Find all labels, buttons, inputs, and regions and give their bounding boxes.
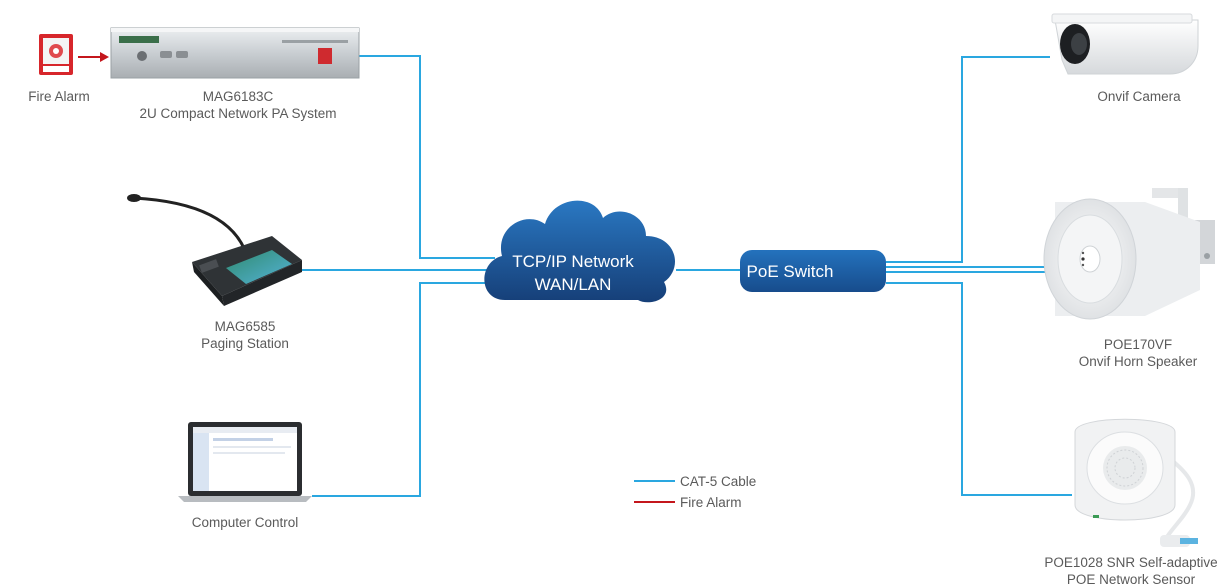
camera-label: Onvif Camera	[1074, 88, 1204, 105]
paging-station-label: MAG6585 Paging Station	[185, 318, 305, 352]
cat5-cables	[302, 55, 1072, 497]
fire-alarm-icon	[39, 34, 73, 75]
computer-label: Computer Control	[170, 514, 320, 531]
legend: CAT-5 Cable Fire Alarm	[634, 474, 756, 510]
paging-station-model: MAG6585	[214, 319, 276, 334]
poe-switch: PoE Switch	[740, 250, 886, 292]
paging-station-desc: Paging Station	[201, 336, 289, 351]
sensor-label: POE1028 SNR Self-adaptive POE Network Se…	[1031, 554, 1231, 588]
cable-computer	[312, 282, 495, 497]
poe-switch-label: PoE Switch	[747, 262, 834, 281]
pa-system-model: MAG6183C	[202, 89, 274, 104]
legend-fire-label: Fire Alarm	[680, 495, 742, 510]
ceiling-speaker-icon	[1074, 418, 1198, 547]
horn-desc: Onvif Horn Speaker	[1078, 354, 1198, 369]
pa-system-desc: 2U Compact Network PA System	[139, 106, 337, 121]
cable-pa-system	[358, 55, 495, 259]
camera-icon	[1051, 13, 1199, 75]
cable-camera	[886, 56, 1050, 263]
computer-text: Computer Control	[191, 515, 299, 530]
network-label-line2: WAN/LAN	[535, 275, 612, 294]
horn-speaker-icon	[1043, 188, 1215, 320]
legend-cat5-label: CAT-5 Cable	[680, 474, 756, 489]
pa-system-label: MAG6183C 2U Compact Network PA System	[114, 88, 362, 122]
fire-alarm-link	[78, 52, 109, 62]
camera-text: Onvif Camera	[1097, 89, 1181, 104]
fire-alarm-label: Fire Alarm	[18, 88, 100, 105]
sensor-desc: POE Network Sensor	[1066, 572, 1196, 587]
laptop-icon	[178, 422, 312, 502]
horn-model: POE170VF	[1103, 337, 1173, 352]
rack-unit-icon	[110, 27, 360, 79]
paging-microphone-icon	[127, 194, 302, 306]
cable-sensor	[886, 282, 1072, 496]
sensor-model: POE1028 SNR Self-adaptive	[1044, 555, 1218, 570]
network-label-line1: TCP/IP Network	[512, 252, 634, 271]
fire-alarm-text: Fire Alarm	[28, 89, 90, 104]
network-cloud: TCP/IP Network WAN/LAN	[484, 200, 676, 303]
horn-label: POE170VF Onvif Horn Speaker	[1058, 336, 1218, 370]
